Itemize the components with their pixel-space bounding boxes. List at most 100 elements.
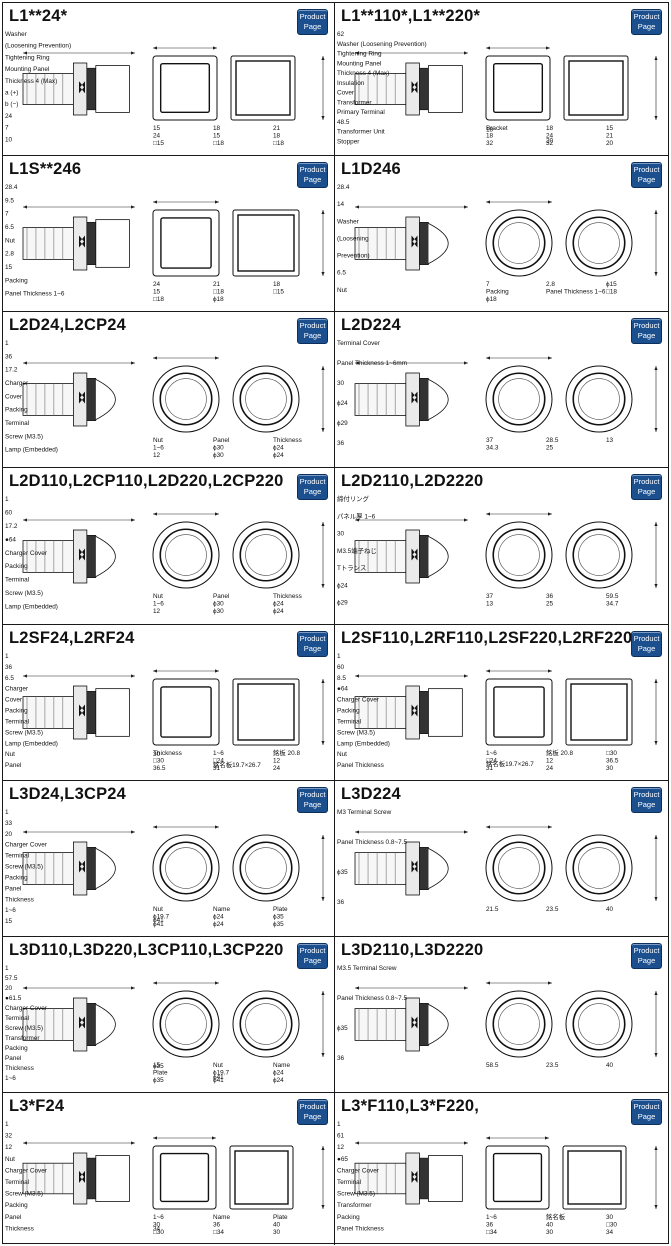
dimension-label: 6.5 bbox=[5, 224, 14, 231]
dimension-label: 37 bbox=[486, 437, 494, 444]
dimension-label: Washer bbox=[337, 218, 360, 225]
dimension-label: 13 bbox=[486, 601, 494, 608]
dimension-label: 1~6 bbox=[153, 1214, 164, 1221]
dimension-label: Plate bbox=[273, 906, 288, 913]
side-view-drawing bbox=[22, 529, 116, 584]
product-page-button-line1: Product bbox=[299, 790, 326, 799]
dimension-label: 銘名板19.7×26.7 bbox=[213, 760, 261, 769]
dimension-label: ϕ24 bbox=[213, 914, 224, 921]
front-view-rect bbox=[562, 1145, 627, 1210]
model-title: L2SF110,L2RF110,L2SF220,L2RF220 bbox=[341, 629, 633, 647]
dimension-label: Panel bbox=[5, 762, 21, 769]
dimension-label: Transformer bbox=[337, 99, 372, 106]
front-view-square bbox=[485, 55, 551, 121]
dimension-label: Transformer bbox=[5, 1035, 40, 1042]
dimension-label: 2.8 bbox=[546, 281, 555, 288]
dimension-label: 24 bbox=[153, 133, 161, 140]
product-page-button-line1: Product bbox=[633, 165, 660, 174]
front-view-round bbox=[152, 834, 220, 902]
front-view-square bbox=[152, 1145, 217, 1210]
dimension-label: 1 bbox=[5, 965, 9, 972]
dimension-label: 28.4 bbox=[337, 184, 350, 191]
dimension-label: 60 bbox=[5, 509, 13, 516]
dimension-label: 60 bbox=[337, 664, 345, 671]
dimension-label: 24 bbox=[153, 281, 161, 288]
dimension-label: Thickness 4 (Max) bbox=[337, 70, 389, 77]
dimension-label: ●64 bbox=[337, 686, 348, 693]
dimension-label: ϕ41 bbox=[153, 921, 164, 928]
dimension-label: 32 bbox=[546, 140, 554, 147]
product-page-button-line1: Product bbox=[633, 12, 660, 21]
model-title: L2D110,L2CP110,L2D220,L2CP220 bbox=[9, 472, 284, 490]
dimension-label: Panel bbox=[213, 593, 229, 600]
dimension-label: 28.4 bbox=[5, 184, 18, 191]
dimension-label: ϕ19.7 bbox=[153, 914, 169, 921]
product-page-button-line2: Page bbox=[303, 22, 322, 31]
dimension-label: 30 bbox=[273, 1229, 281, 1236]
dimension-label: Panel bbox=[5, 885, 21, 892]
dimension-label: Name bbox=[273, 1062, 290, 1069]
dimension-label: 34.7 bbox=[606, 601, 619, 608]
dimension-label: Lamp (Embedded) bbox=[5, 447, 58, 454]
dimension-label: ϕ41 bbox=[153, 917, 164, 924]
product-page-button-line1: Product bbox=[299, 321, 326, 330]
dimension-label: 7 bbox=[5, 211, 9, 218]
dimension-label: Name bbox=[213, 1214, 230, 1221]
side-view-drawing bbox=[22, 997, 116, 1052]
model-title: L1S**246 bbox=[9, 160, 82, 178]
dimension-label: 1 bbox=[337, 653, 341, 660]
dimension-label: Screw (M3.5) bbox=[5, 864, 43, 871]
dimension-label: Charger Cover bbox=[5, 550, 48, 557]
dimension-label: 18 bbox=[273, 133, 281, 140]
dimension-label: 36 bbox=[337, 440, 345, 447]
front-view-square bbox=[485, 678, 553, 746]
dimension-label: 10 bbox=[5, 136, 13, 143]
dimension-label: ϕ24 bbox=[337, 400, 348, 407]
dimension-label: 1 bbox=[5, 809, 9, 816]
model-title: L3*F24 bbox=[9, 1097, 65, 1115]
dimension-label: ϕ24 bbox=[273, 1070, 284, 1077]
front-view-rect bbox=[230, 55, 296, 121]
dimension-label: ϕ30 bbox=[213, 608, 224, 615]
dimension-label: Tトランス bbox=[337, 564, 366, 572]
side-view-drawing bbox=[354, 62, 463, 116]
product-page-button-line2: Page bbox=[303, 956, 322, 965]
product-page-button-line1: Product bbox=[633, 790, 660, 799]
dimension-label: Packing bbox=[5, 1045, 28, 1052]
model-title: L3D110,L3D220,L3CP110,L3CP220 bbox=[9, 941, 284, 959]
front-view-round bbox=[232, 521, 300, 589]
product-page-button-line1: Product bbox=[299, 634, 326, 643]
dimension-label: 36 bbox=[213, 1222, 221, 1229]
dimension-label: 28.5 bbox=[546, 437, 559, 444]
dimension-label: 36 bbox=[5, 664, 13, 671]
dimension-label: ϕ29 bbox=[337, 420, 348, 427]
dimension-label: 30 bbox=[153, 1222, 161, 1229]
